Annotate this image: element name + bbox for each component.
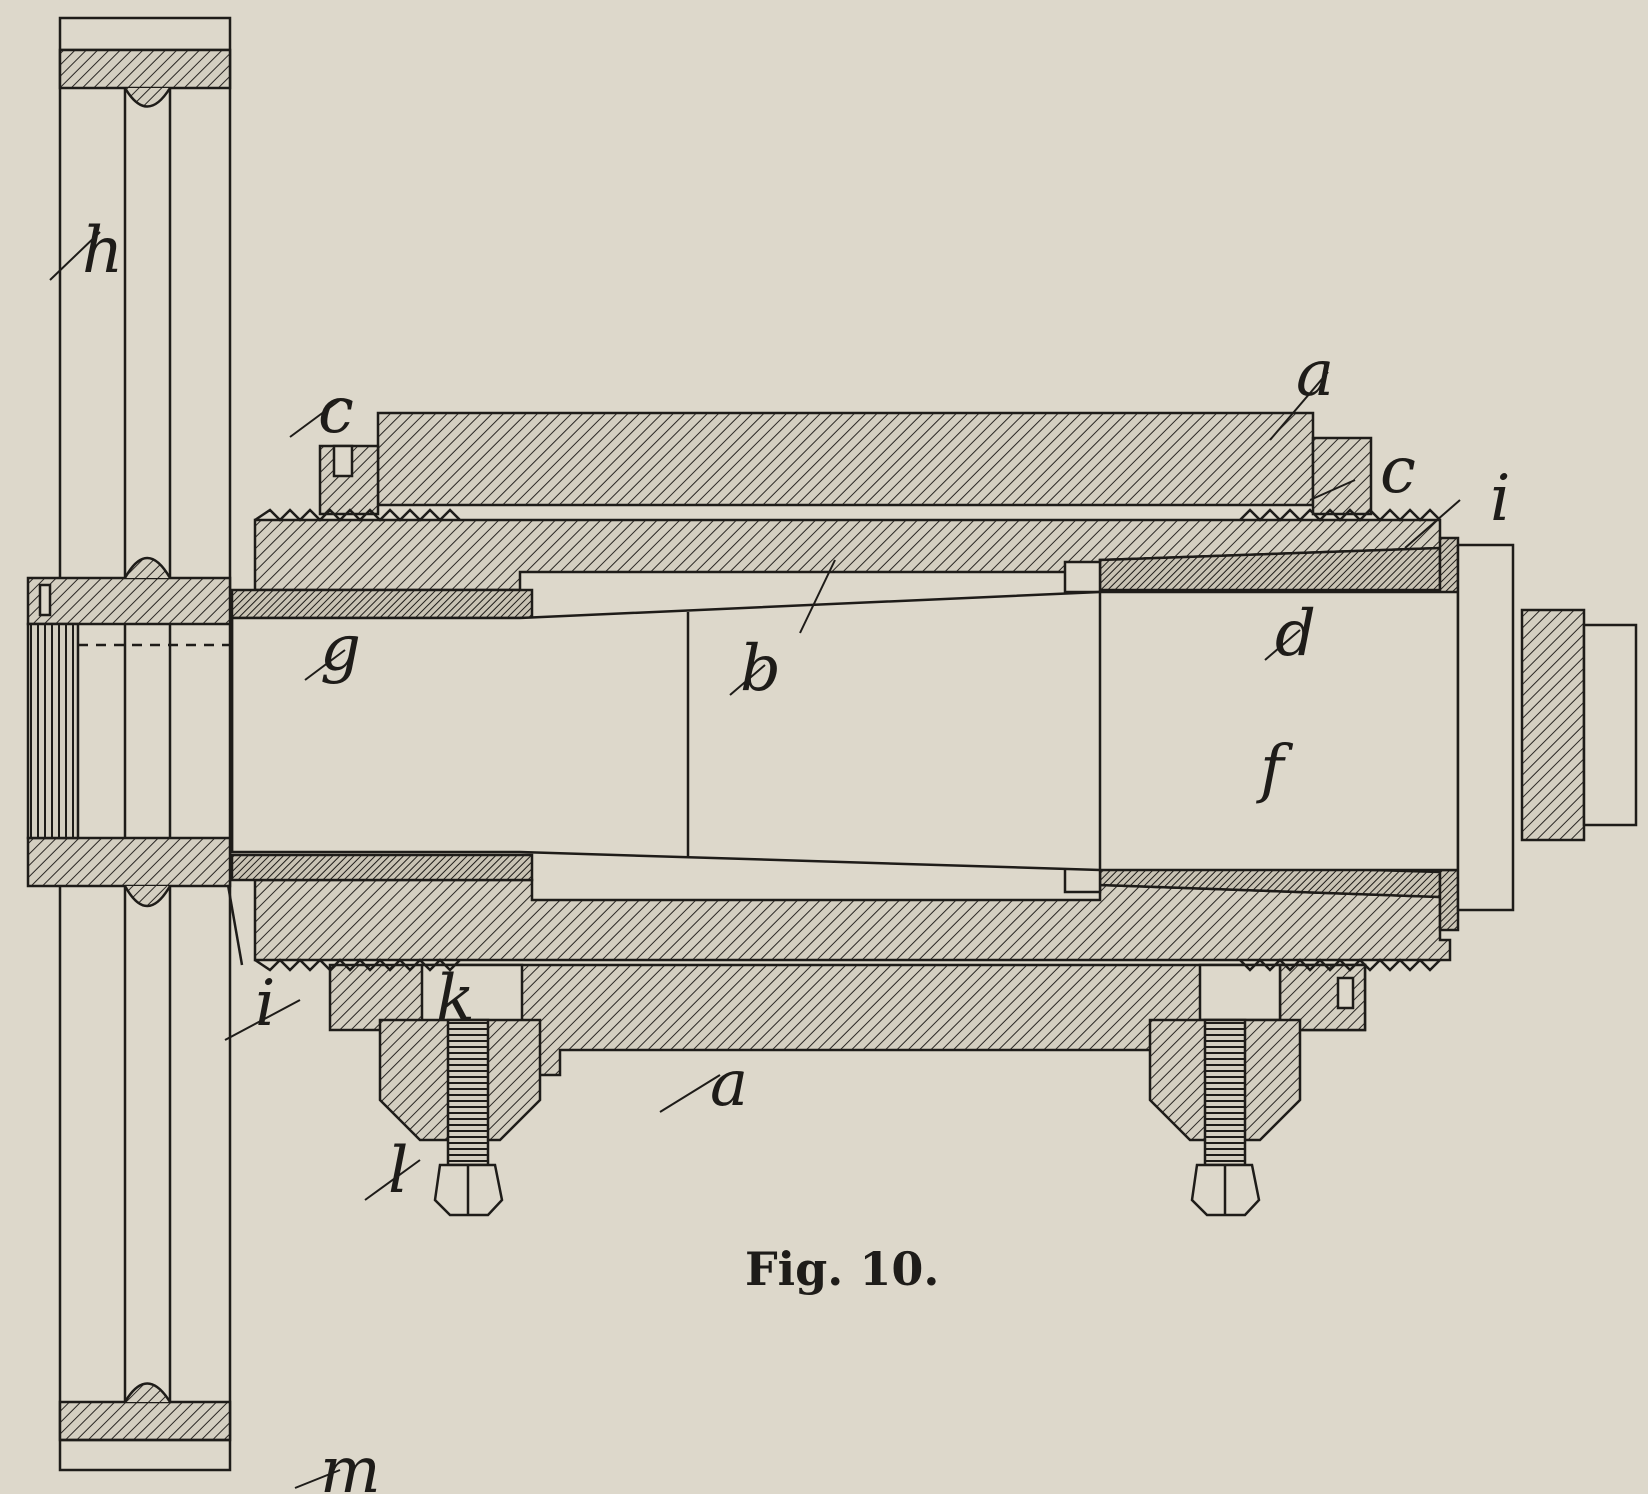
housing-a-upper [318, 411, 1373, 516]
figure-caption: Fig. 10. [745, 1242, 939, 1296]
label-a-bottom: a [710, 1047, 748, 1121]
label-g: g [320, 612, 361, 686]
label-c-right: c [1380, 434, 1416, 508]
threaded-sleeve-lower [230, 853, 1460, 972]
adjusting-screw-k [378, 1018, 542, 1217]
adjusting-screw-right [1148, 1018, 1302, 1217]
spindle [230, 543, 1638, 912]
label-l: l [388, 1134, 408, 1208]
housing-a-lower [328, 963, 1367, 1087]
label-b: b [740, 632, 781, 706]
label-m: m [320, 1434, 381, 1494]
label-k: k [436, 962, 475, 1036]
label-d: d [1275, 597, 1316, 671]
pulley-h [26, 16, 244, 1472]
label-c-left: c [318, 374, 354, 448]
leader-lines [49, 231, 1461, 1489]
label-a-top: a [1296, 337, 1334, 411]
label-i-right: i [1490, 462, 1510, 536]
label-i-left: i [255, 967, 275, 1041]
label-h: h [82, 214, 123, 288]
